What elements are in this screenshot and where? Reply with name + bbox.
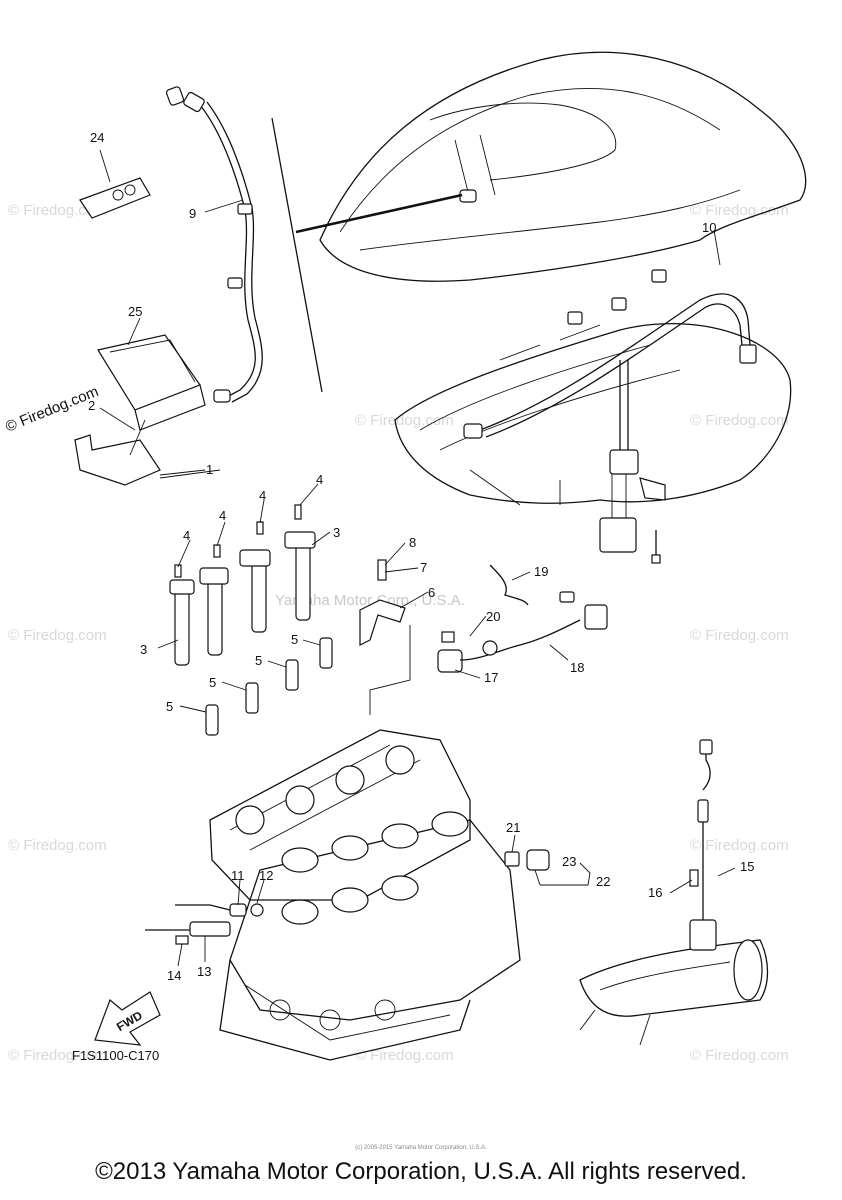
- exhaust-illustration: [579, 739, 769, 1046]
- callout-15: 15: [740, 859, 754, 874]
- watermark-site-dark: © Firedog.com: [3, 383, 101, 436]
- watermark-site: © Firedog.com: [690, 412, 789, 429]
- callout-4: 4: [183, 528, 190, 543]
- bracket-6: [359, 559, 411, 715]
- sensor-parts-21-23: [504, 849, 591, 886]
- small-copyright-notice: (c) 2005-2015 Yamaha Motor Corporation, …: [355, 1145, 487, 1151]
- callout-4: 4: [259, 488, 266, 503]
- watermark-site: © Firedog.com: [8, 202, 107, 219]
- sensor-parts-11-14: [145, 903, 264, 945]
- copyright-footer: ©2013 Yamaha Motor Corporation, U.S.A. A…: [95, 1158, 747, 1185]
- callout-13: 13: [197, 964, 211, 979]
- callout-5: 5: [255, 653, 262, 668]
- callout-18: 18: [570, 660, 584, 675]
- callout-16: 16: [648, 885, 662, 900]
- callout-5: 5: [209, 675, 216, 690]
- sensors: [437, 564, 608, 673]
- watermark-site: © Firedog.com: [690, 627, 789, 644]
- callout-22: 22: [596, 874, 610, 889]
- callout-21: 21: [506, 820, 520, 835]
- callout-3: 3: [333, 525, 340, 540]
- callout-3: 3: [140, 642, 147, 657]
- fwd-arrow: FWD: [94, 991, 161, 1046]
- engine-block-illustration: [209, 729, 521, 1061]
- watermark-site: © Firedog.com: [8, 837, 107, 854]
- part-24: [79, 149, 151, 219]
- wire-harness-10: [463, 269, 757, 564]
- callout-24: 24: [90, 130, 104, 145]
- callout-25: 25: [128, 304, 142, 319]
- callout-23: 23: [562, 854, 576, 869]
- callout-2: 2: [88, 398, 95, 413]
- callout-10: 10: [702, 220, 716, 235]
- watermark-center: Yamaha Motor Corp., U.S.A.: [275, 592, 465, 609]
- callout-7: 7: [420, 560, 427, 575]
- callout-1: 1: [206, 462, 213, 477]
- ignition-coils: [169, 504, 316, 666]
- watermark-site: © Firedog.com: [355, 412, 454, 429]
- leader-lines: [99, 199, 736, 967]
- callout-5: 5: [166, 699, 173, 714]
- callout-5: 5: [291, 632, 298, 647]
- callout-6: 6: [428, 585, 435, 600]
- watermark-site: © Firedog.com: [690, 202, 789, 219]
- callout-14: 14: [167, 968, 181, 983]
- watermark-site: © Firedog.com: [355, 1047, 454, 1064]
- watermark-site: © Firedog.com: [8, 1047, 107, 1064]
- callout-4: 4: [316, 472, 323, 487]
- part-25-ecu: [74, 317, 206, 486]
- callout-4: 4: [219, 508, 226, 523]
- hull-illustration: [295, 51, 807, 282]
- callout-17: 17: [484, 670, 498, 685]
- diagram-code: F1S1100-C170: [72, 1048, 159, 1063]
- callout-19: 19: [534, 564, 548, 579]
- callout-9: 9: [189, 206, 196, 221]
- callout-11: 11: [231, 868, 245, 883]
- callout-20: 20: [486, 609, 500, 624]
- watermark-site: © Firedog.com: [8, 627, 107, 644]
- callouts: 1 2 3 3 4 4 4 4 5 5 5 5 6 7 8 9 10 11 12…: [88, 130, 754, 983]
- callout-8: 8: [409, 535, 416, 550]
- watermark-site: © Firedog.com: [690, 837, 789, 854]
- watermark-site: © Firedog.com: [690, 1047, 789, 1064]
- spark-plugs: [205, 637, 333, 736]
- wire-harness-9: [165, 86, 263, 403]
- engine-top-illustration: [394, 323, 792, 506]
- divider-line: [271, 117, 323, 393]
- callout-12: 12: [259, 868, 273, 883]
